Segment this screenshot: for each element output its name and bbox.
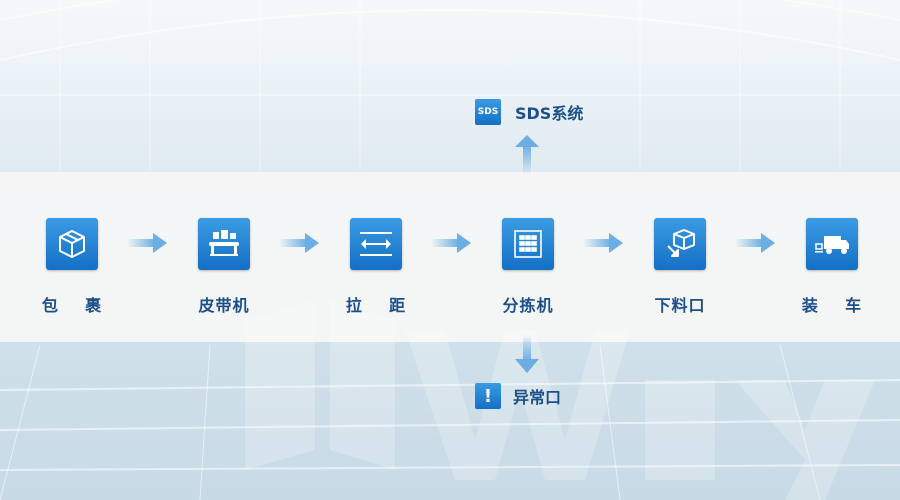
- flow-label: 皮带机: [198, 296, 250, 315]
- sds-system-node: SDS SDS系统: [475, 99, 583, 125]
- sorter-icon: [502, 218, 554, 270]
- flow-label: 分拣机: [502, 296, 554, 315]
- process-band: [0, 172, 900, 342]
- vertical-arrows: [515, 135, 539, 373]
- flow-arrow: [735, 233, 775, 253]
- exclamation-icon: !: [475, 383, 501, 409]
- exception-port-label: 异常口: [513, 388, 562, 407]
- flow-node-conveyor: 皮带机: [174, 218, 274, 316]
- flow-node-chute: 下料口: [630, 218, 730, 316]
- flow-label: 包 裹: [41, 296, 103, 315]
- conveyor-icon: [198, 218, 250, 270]
- flow-label: 下料口: [654, 296, 706, 315]
- sds-icon: SDS: [475, 99, 501, 125]
- package-icon: [46, 218, 98, 270]
- flow-node-spacing: 拉 距: [326, 218, 426, 316]
- truck-icon: [806, 218, 858, 270]
- flow-label: 拉 距: [345, 296, 407, 315]
- flow-arrow: [583, 233, 623, 253]
- flow-arrow: [279, 233, 319, 253]
- flow-label: 装 车: [801, 296, 863, 315]
- flow-node-truck: 装 车: [782, 218, 882, 316]
- sds-system-label: SDS系统: [515, 104, 584, 123]
- flow-arrow: [431, 233, 471, 253]
- exception-port-node: ! 异常口: [475, 383, 561, 409]
- flow-node-sorter: 分拣机: [478, 218, 578, 316]
- flow-arrow: [127, 233, 167, 253]
- spacing-icon: [350, 218, 402, 270]
- chute-icon: [654, 218, 706, 270]
- watermark-logo: [245, 300, 875, 500]
- flow-node-package: 包 裹: [22, 218, 122, 316]
